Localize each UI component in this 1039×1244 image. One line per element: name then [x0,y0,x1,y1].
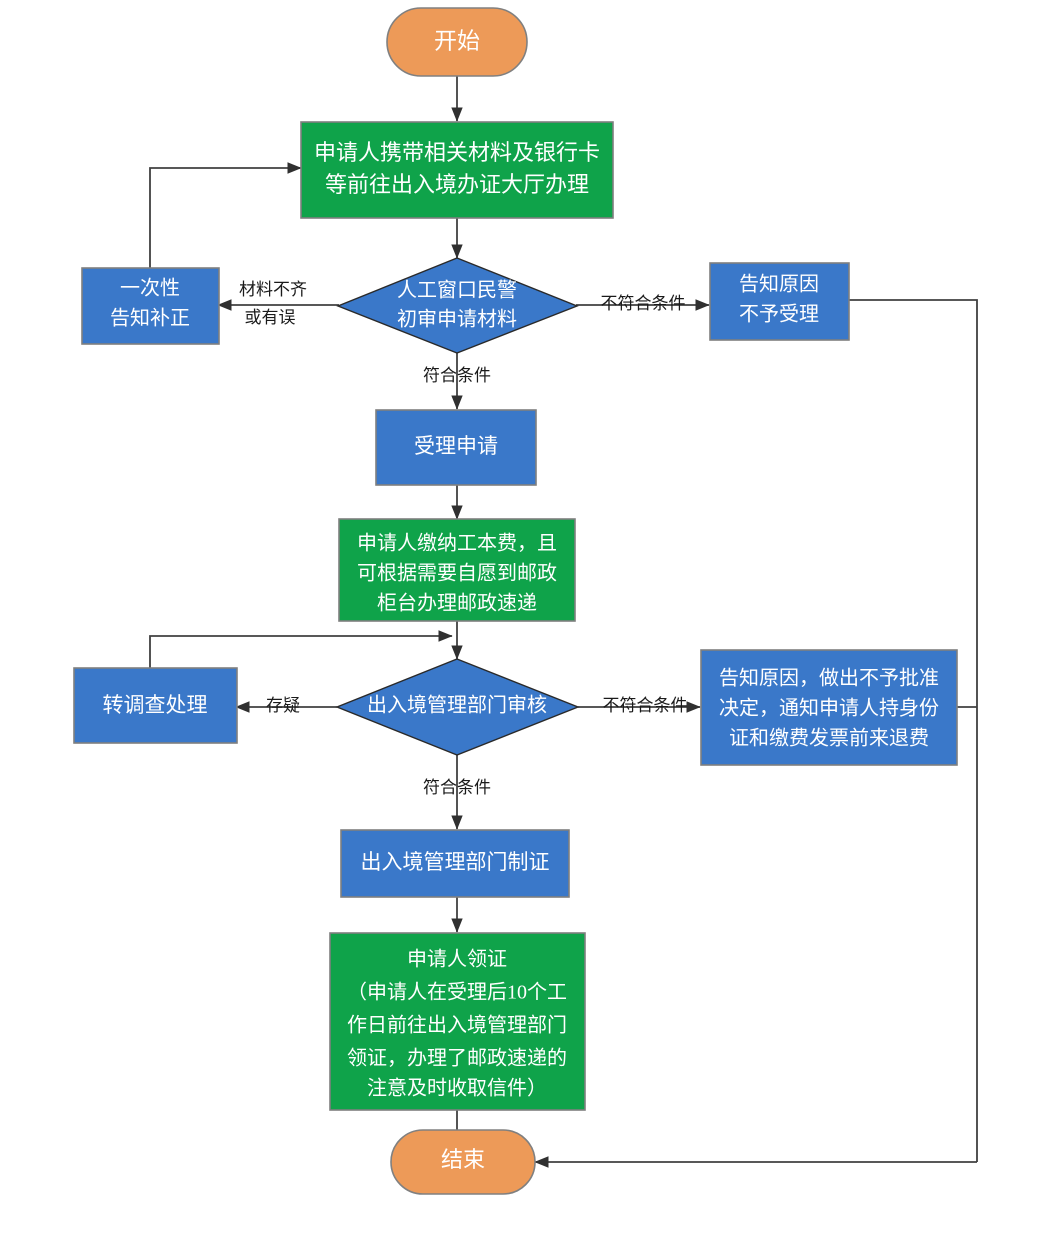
node-exit-entry-review-label: 出入境管理部门审核 [367,694,547,717]
node-reject-approval-label-3: 证和缴费发票前来退费 [729,727,929,750]
node-collect-certificate-label-3: 作日前往出入境管理部门 [347,1014,567,1037]
node-start-label: 开始 [434,28,480,53]
node-one-time-notice-label-2: 告知补正 [110,307,190,330]
edge-label-materials-incomplete-2: 或有误 [245,308,296,327]
node-collect-certificate-label-2: （申请人在受理后10个工 [347,981,567,1004]
node-collect-certificate-label-1: 申请人领证 [407,948,507,971]
node-go-to-hall-label-1: 申请人携带相关材料及银行卡 [314,140,600,165]
node-reject-intake-label-2: 不予受理 [739,303,819,326]
node-one-time-notice[interactable]: 一次性 告知补正 [81,267,220,345]
node-accept-application[interactable]: 受理申请 [375,409,537,486]
edge-reject-intake-to-end-rail [849,299,978,1162]
node-collect-certificate-label-5: 注意及时收取信件） [367,1077,547,1100]
node-pay-fee-label-2: 可根据需要自愿到邮政 [357,562,557,585]
node-exit-entry-review[interactable]: 出入境管理部门审核 [335,658,580,756]
node-reject-approval[interactable]: 告知原因，做出不予批准 决定，通知申请人持身份 证和缴费发票前来退费 [700,649,958,766]
node-collect-certificate-label-4: 领证，办理了邮政速递的 [347,1047,567,1070]
node-start[interactable]: 开始 [386,7,528,77]
node-accept-application-label: 受理申请 [414,434,498,458]
edge-labels: 材料不齐 或有误 不符合条件 符合条件 存疑 不符合条件 符合条件 [239,280,688,797]
node-go-to-hall-label-2: 等前往出入境办证大厅办理 [325,172,589,197]
edge-label-qualified-intake: 符合条件 [423,366,491,385]
node-pay-fee-label-1: 申请人缴纳工本费，且 [357,532,557,555]
node-pay-fee-label-3: 柜台办理邮政速递 [377,592,537,615]
node-reject-approval-label-2: 决定，通知申请人持身份 [719,697,939,720]
connectors [149,76,978,1168]
edge-label-qualified-review: 符合条件 [423,778,491,797]
node-end-label: 结束 [441,1147,485,1172]
node-go-to-hall[interactable]: 申请人携带相关材料及银行卡 等前往出入境办证大厅办理 [300,121,614,219]
node-pay-fee[interactable]: 申请人缴纳工本费，且 可根据需要自愿到邮政 柜台办理邮政速递 [338,518,576,622]
node-make-certificate-label: 出入境管理部门制证 [361,850,550,874]
edge-investigation-loop-to-review [149,630,453,668]
edge-label-not-qualified-review: 不符合条件 [603,696,688,715]
node-make-certificate[interactable]: 出入境管理部门制证 [340,829,570,898]
edge-notice-loop-to-hall [149,162,302,268]
node-first-review[interactable]: 人工窗口民警 初审申请材料 [336,257,579,354]
node-reject-approval-label-1: 告知原因，做出不予批准 [719,667,939,690]
edge-label-not-qualified-intake: 不符合条件 [601,294,686,313]
edge-label-doubtful: 存疑 [266,696,300,715]
node-collect-certificate[interactable]: 申请人领证 （申请人在受理后10个工 作日前往出入境管理部门 领证，办理了邮政速… [329,932,586,1111]
node-first-review-label-2: 初审申请材料 [397,308,517,331]
node-first-review-label-1: 人工窗口民警 [397,279,517,302]
node-reject-intake[interactable]: 告知原因 不予受理 [709,262,850,341]
edge-label-materials-incomplete-1: 材料不齐 [239,280,307,299]
node-transfer-investigation-label: 转调查处理 [103,693,208,717]
node-reject-intake-label-1: 告知原因 [739,273,819,296]
node-end[interactable]: 结束 [390,1129,536,1195]
node-one-time-notice-label-1: 一次性 [120,277,180,300]
node-transfer-investigation[interactable]: 转调查处理 [73,667,238,744]
